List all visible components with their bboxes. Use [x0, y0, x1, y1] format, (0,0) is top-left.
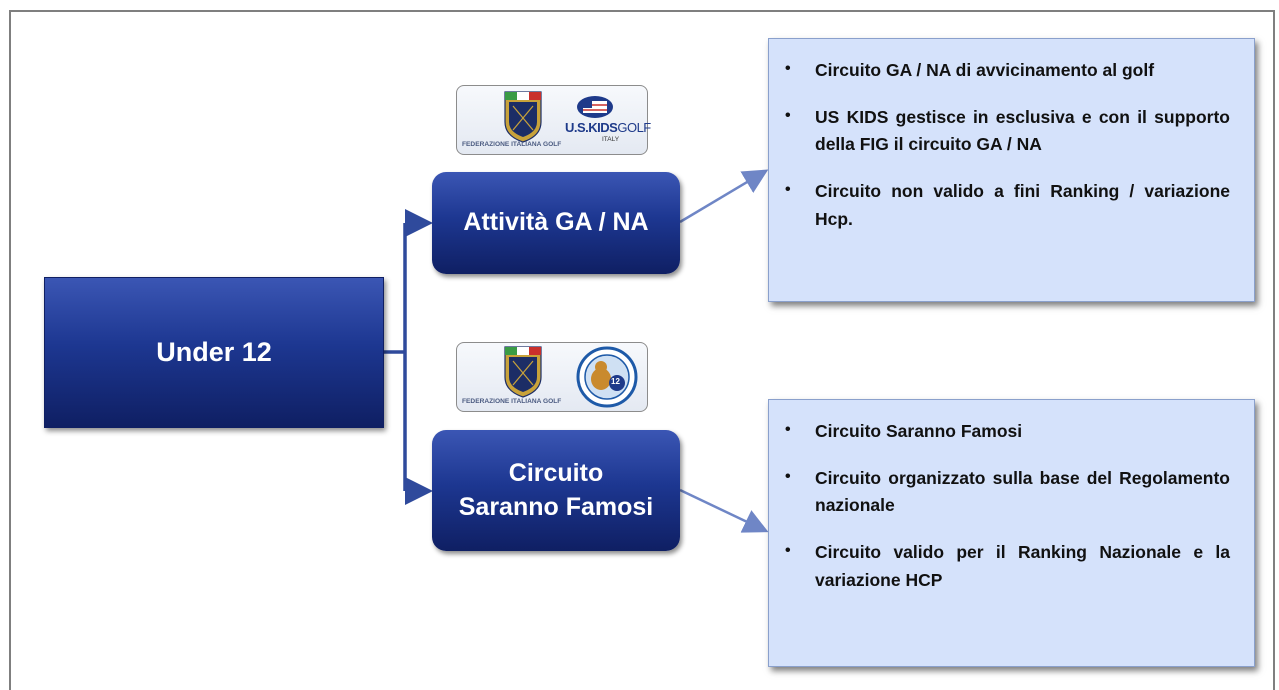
bullet-item: US KIDS gestisce in esclusiva e con il s… — [785, 104, 1230, 158]
saranno-famosi-logo-icon — [504, 346, 638, 408]
logo-panel-fig-saranno-famosi: 12 FEDERAZIONE ITALIANA GOLF — [456, 342, 648, 412]
diagram-frame — [9, 10, 1275, 690]
fig-logo-icon — [504, 91, 613, 143]
info-box-saranno-famosi: Circuito Saranno Famosi Circuito organiz… — [768, 399, 1255, 667]
fig-caption: FEDERAZIONE ITALIANA GOLF — [462, 141, 562, 148]
bullet-item: Circuito GA / NA di avvicinamento al gol… — [785, 57, 1230, 84]
fig-caption: FEDERAZIONE ITALIANA GOLF — [462, 398, 562, 405]
logo-panel-fig-uskids: U.S.KIDSGOLF ITALY FEDERAZIONE ITALIANA … — [456, 85, 651, 155]
uskids-wordmark: U.S.KIDSGOLF — [565, 120, 651, 135]
root-label: Under 12 — [156, 337, 272, 367]
connector-to-info-1 — [679, 169, 769, 224]
connector-to-info-2 — [679, 488, 769, 533]
info-box-attivita-ga-na: Circuito GA / NA di avvicinamento al gol… — [768, 38, 1255, 302]
branch-box-attivita-ga-na: Attività GA / NA — [432, 172, 680, 274]
bullet-item: Circuito valido per il Ranking Nazionale… — [785, 539, 1230, 593]
bullet-item: Circuito Saranno Famosi — [785, 418, 1230, 445]
branch-box-saranno-famosi: Circuito Saranno Famosi — [432, 430, 680, 551]
bullet-item: Circuito organizzato sulla base del Rego… — [785, 465, 1230, 519]
branch-label: Circuito Saranno Famosi — [458, 458, 654, 521]
bullet-item: Circuito non valido a fini Ranking / var… — [785, 178, 1230, 232]
uskids-italy: ITALY — [602, 136, 620, 143]
branch-label: Attività GA / NA — [463, 208, 649, 237]
root-box-under-12: Under 12 — [44, 277, 384, 428]
saranno-number: 12 — [611, 377, 620, 386]
